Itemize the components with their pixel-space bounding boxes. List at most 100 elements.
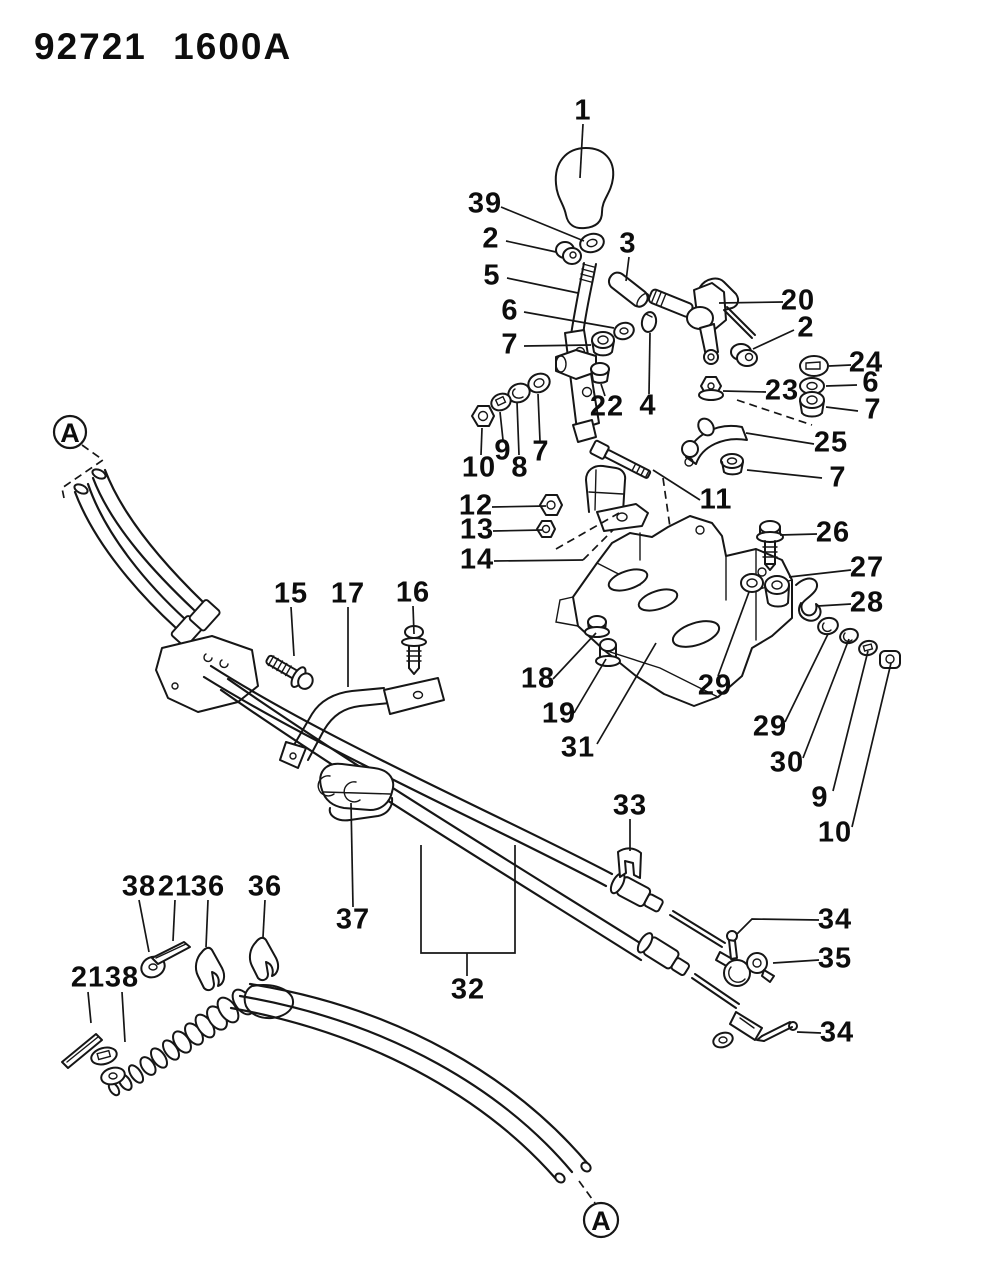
part-callout-29: 29 <box>697 669 733 702</box>
leader-line <box>523 311 615 329</box>
part-callout-7: 7 <box>532 435 550 468</box>
leader-line <box>262 899 266 938</box>
bolt-26-drawing <box>756 520 784 571</box>
leader-lines-layer <box>61 123 892 1204</box>
clip-36-right-drawing <box>248 936 280 982</box>
part-callout-12: 12 <box>458 489 494 522</box>
bushing-27-drawing <box>764 575 790 608</box>
ring-39-drawing <box>579 232 605 254</box>
bushing-7-right-drawing <box>799 391 825 418</box>
leader-line <box>722 390 767 393</box>
washer-38-lower-drawing <box>90 1046 126 1086</box>
plate-14-drawing <box>596 503 649 532</box>
part-callout-1: 1 <box>574 94 592 127</box>
part-callout-34: 34 <box>817 903 853 936</box>
part-callout-18: 18 <box>520 662 556 695</box>
leader-line <box>662 477 671 528</box>
part-callout-20: 20 <box>780 284 816 317</box>
leader-line <box>825 406 859 412</box>
pin-21-lower-drawing <box>61 1033 103 1069</box>
part-callout-35: 35 <box>817 942 853 975</box>
part-callout-6: 6 <box>501 294 519 327</box>
leader-line <box>746 469 823 479</box>
leader-line <box>537 393 541 442</box>
cable-end-upper-drawing <box>609 872 751 987</box>
leader-line <box>420 845 516 954</box>
leader-line <box>736 399 813 426</box>
leader-line <box>61 444 105 499</box>
leader-line <box>745 432 815 445</box>
pin-21-upper-drawing <box>151 941 191 965</box>
leader-line <box>817 603 852 607</box>
part-callout-34: 34 <box>819 1016 855 1049</box>
part-callout-32: 32 <box>450 973 486 1006</box>
leader-line <box>87 991 92 1024</box>
cable-sheath-to-A-drawing <box>229 982 592 1184</box>
leader-line <box>784 633 829 723</box>
part-callout-15: 15 <box>273 577 309 610</box>
part-callout-28: 28 <box>849 586 885 619</box>
leader-line <box>718 301 784 304</box>
part-callout-9: 9 <box>811 781 829 814</box>
bushing-7-lower-drawing <box>720 453 744 476</box>
bushing-7-upper-drawing <box>591 331 615 357</box>
page-title: 92721 1600A <box>34 26 293 67</box>
section-marker-label: A <box>60 418 80 448</box>
leader-line <box>779 533 818 536</box>
leader-line <box>138 899 150 953</box>
part-callout-16: 16 <box>395 576 431 609</box>
bushing-19-drawing <box>595 638 621 667</box>
leader-line <box>499 411 504 441</box>
part-callout-22: 22 <box>589 390 625 423</box>
cable-end-lower-drawing <box>636 932 763 1049</box>
cable-clamp-37-drawing <box>317 762 395 822</box>
leader-line <box>851 662 892 828</box>
leader-line <box>121 991 126 1043</box>
nut-23-drawing <box>698 376 724 401</box>
part-callout-21: 21 <box>157 870 193 903</box>
leader-line <box>412 605 415 635</box>
leader-line <box>172 899 176 942</box>
part-callout-36: 36 <box>247 870 283 903</box>
bushing-22-drawing <box>590 362 610 384</box>
retainer-clip-drawing <box>585 464 627 513</box>
part-callout-24: 24 <box>848 346 884 379</box>
leader-line <box>832 650 869 792</box>
part-callout-2: 2 <box>482 222 500 255</box>
part-callout-3: 3 <box>619 227 637 260</box>
part-callout-21: 21 <box>70 961 106 994</box>
leader-line <box>506 277 579 294</box>
nut-13-drawing <box>536 520 556 538</box>
part-callout-13: 13 <box>459 513 495 546</box>
bracket-17-drawing <box>279 677 445 769</box>
part-callout-7: 7 <box>501 328 519 361</box>
part-callout-17: 17 <box>330 577 366 610</box>
upper-cable-pair-drawing <box>73 468 221 648</box>
part-callout-23: 23 <box>764 374 800 407</box>
leader-line <box>796 1031 822 1034</box>
section-marker-label: A <box>591 1206 611 1236</box>
leader-line <box>493 559 584 562</box>
part-callout-25: 25 <box>813 426 849 459</box>
clip-36-left-drawing <box>194 946 226 992</box>
part-callout-29: 29 <box>752 710 788 743</box>
shift-knob-drawing <box>554 147 615 230</box>
nut-12-drawing <box>539 494 563 516</box>
bushing-18-drawing <box>584 615 610 638</box>
part-callout-7: 7 <box>829 461 847 494</box>
leader-line <box>505 240 557 253</box>
leader-line <box>825 384 858 387</box>
main-cables-drawing <box>202 664 650 962</box>
leader-line <box>492 529 543 532</box>
part-callout-10: 10 <box>817 816 853 849</box>
leader-line <box>582 529 614 561</box>
pin-34-upper-drawing <box>726 930 738 960</box>
leader-line <box>552 632 597 680</box>
leader-line <box>625 256 630 282</box>
bolt-11-drawing <box>589 439 652 479</box>
leader-line <box>350 802 354 908</box>
part-callout-10: 10 <box>461 451 497 484</box>
